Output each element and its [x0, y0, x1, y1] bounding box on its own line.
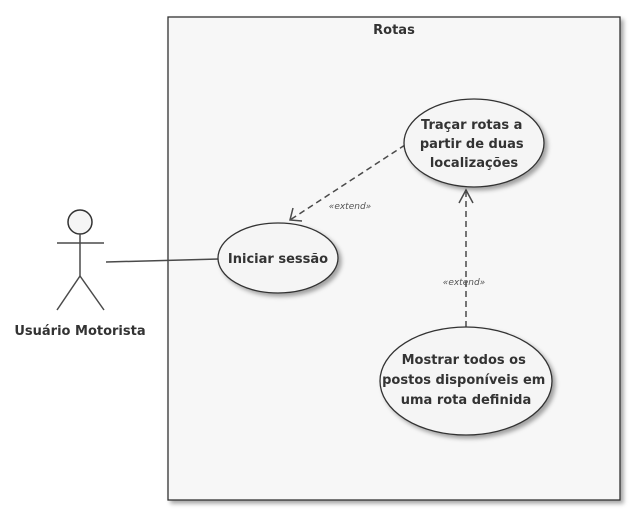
use-case-tracar-ellipse — [403, 98, 545, 188]
use-case-iniciar-label: Iniciar sessão — [228, 252, 328, 267]
extend-arrow-tracar-iniciar — [289, 144, 406, 221]
use-case-tracar-rotas[interactable]: Traçar rotas a partir de duas localizaçõ… — [403, 98, 545, 188]
extend-label-mostrar-tracar: «extend» — [443, 278, 485, 288]
actor-name: Usuário Motorista — [14, 324, 145, 339]
actor-right-leg — [79, 275, 105, 311]
use-case-mostrar-line-3: uma rota definida — [401, 393, 532, 408]
use-case-mostrar-postos[interactable]: Mostrar todos os postos disponíveis em u… — [379, 326, 553, 436]
actor-figure — [56, 209, 105, 311]
actor-left-leg — [56, 275, 81, 311]
use-case-iniciar-line-1: Iniciar sessão — [228, 252, 328, 267]
extend-arrowhead-tracar — [458, 188, 474, 204]
extend-label-tracar-iniciar: «extend» — [329, 202, 371, 212]
use-case-tracar-label: Traçar rotas a partir de duas localizaçõ… — [420, 118, 528, 171]
association-line — [105, 258, 220, 263]
use-case-mostrar-label: Mostrar todos os postos disponíveis em u… — [382, 353, 550, 408]
extend-arrowhead-iniciar — [289, 207, 303, 222]
system-title: Rotas — [373, 23, 415, 38]
use-case-tracar-line-1: Traçar rotas a — [421, 118, 522, 133]
use-case-mostrar-line-1: Mostrar todos os — [402, 353, 527, 368]
use-case-tracar-line-3: localizações — [430, 156, 519, 171]
use-case-mostrar-line-2: postos disponíveis em — [382, 373, 545, 388]
use-case-iniciar-ellipse — [217, 222, 339, 294]
use-case-mostrar-ellipse — [379, 326, 553, 436]
use-case-iniciar-sessao[interactable]: Iniciar sessão — [217, 222, 339, 294]
use-case-tracar-line-2: partir de duas — [420, 137, 524, 152]
actor-head — [67, 209, 93, 235]
